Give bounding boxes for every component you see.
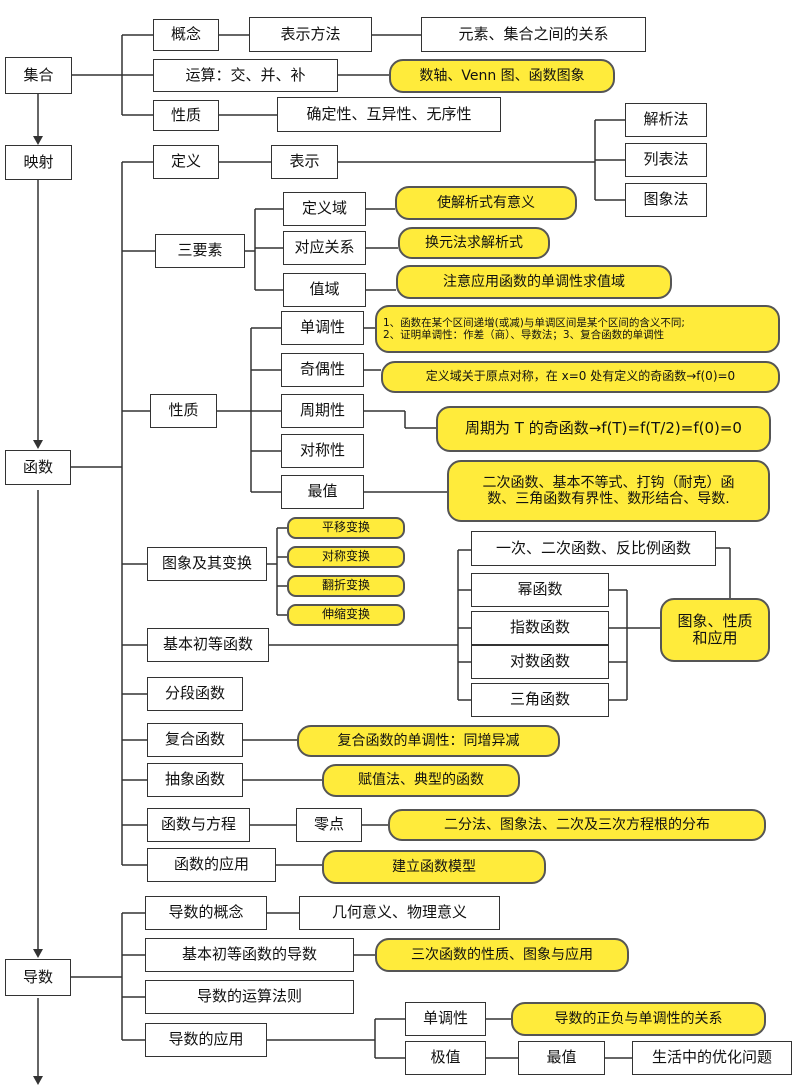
node-daoshu-yingyong: 导数的应用 [145, 1023, 267, 1057]
node-dingyiyu: 定义域 [283, 192, 366, 226]
node-daoshu-dandiao: 单调性 [405, 1002, 486, 1036]
node-yuansu-jihe-guanxi: 元素、集合之间的关系 [421, 17, 646, 52]
node-zhishu-hanshu: 指数函数 [471, 611, 609, 645]
node-fuhe: 复合函数 [147, 723, 243, 757]
highlight-fanzhe: 翻折变换 [287, 575, 405, 597]
node-mi-hanshu: 幂函数 [471, 573, 609, 607]
node-tuxiangfa: 图象法 [625, 183, 707, 217]
node-jihe-wuli-yiyi: 几何意义、物理意义 [299, 896, 500, 930]
node-duichengxing: 对称性 [281, 434, 364, 468]
node-tuxiang-bianhuan: 图象及其变换 [147, 547, 267, 581]
highlight-duicheng-bianhuan: 对称变换 [287, 546, 405, 568]
node-biaoshi: 表示 [271, 145, 338, 179]
node-jiben-chudeng: 基本初等函数 [147, 628, 269, 662]
node-chouxiang: 抽象函数 [147, 763, 243, 797]
highlight-duiying: 换元法求解析式 [398, 227, 550, 259]
node-jihe-xingzhi: 性质 [153, 100, 219, 131]
highlight-zhiyu: 注意应用函数的单调性求值域 [396, 265, 672, 299]
highlight-dingyiyu: 使解析式有意义 [395, 186, 577, 220]
node-jihe: 集合 [5, 57, 72, 94]
highlight-daoshu-dandiao: 导数的正负与单调性的关系 [511, 1002, 766, 1036]
node-jizhi: 极值 [405, 1041, 486, 1075]
node-zuizhi: 最值 [281, 475, 364, 509]
highlight-jiouxing: 定义域关于原点对称，在 x=0 处有定义的奇函数→f(0)=0 [381, 361, 780, 393]
node-yici-erci-fanbili: 一次、二次函数、反比例函数 [471, 531, 716, 566]
node-sanyaosu: 三要素 [155, 234, 245, 268]
node-dandiaoxing: 单调性 [281, 311, 364, 345]
node-liebiaofa: 列表法 [625, 143, 707, 177]
highlight-zhouqixing: 周期为 T 的奇函数→f(T)=f(T/2)=f(0)=0 [436, 406, 771, 452]
node-daoshu-gainian: 导数的概念 [145, 896, 267, 930]
node-youhua-wenti: 生活中的优化问题 [632, 1041, 792, 1075]
node-gainian: 概念 [153, 19, 219, 51]
highlight-chouxiang: 赋值法、典型的函数 [322, 764, 520, 797]
node-lingdian: 零点 [296, 808, 362, 842]
highlight-dandiaoxing-line-1: 1、函数在某个区间递增(或减)与单调区间是某个区间的含义不同; [383, 316, 685, 329]
highlight-shensuo: 伸缩变换 [287, 604, 405, 626]
highlight-zuizhi: 二次函数、基本不等式、打钩（耐克）函 数、三角函数有界性、数形结合、导数. [447, 460, 770, 522]
node-jiexifa: 解析法 [625, 103, 707, 137]
node-yunsuan-faze: 导数的运算法则 [145, 980, 354, 1014]
highlight-tuxiang-xingzhi-line-2: 和应用 [692, 629, 738, 647]
highlight-lingdian: 二分法、图象法、二次及三次方程根的分布 [388, 809, 766, 841]
highlight-sanci-hanshu: 三次函数的性质、图象与应用 [375, 938, 629, 972]
highlight-tuxiang-xingzhi: 图象、性质 和应用 [660, 598, 770, 662]
node-jiben-daoshu: 基本初等函数的导数 [145, 938, 354, 972]
highlight-dandiaoxing: 1、函数在某个区间递增(或减)与单调区间是某个区间的含义不同; 2、证明单调性：… [375, 305, 780, 353]
node-duiying-guanxi: 对应关系 [283, 231, 366, 265]
node-daoshu-zuizhi: 最值 [518, 1041, 605, 1075]
node-yingshe: 映射 [5, 145, 72, 180]
node-yunsuan: 运算：交、并、补 [153, 59, 338, 92]
highlight-zuizhi-line-2: 数、三角函数有界性、数形结合、导数. [487, 491, 730, 507]
highlight-pingyi: 平移变换 [287, 517, 405, 539]
node-hanshu: 函数 [5, 450, 71, 485]
node-sanjiao-hanshu: 三角函数 [471, 683, 609, 717]
node-daoshu: 导数 [5, 959, 71, 996]
node-dingyi: 定义 [153, 145, 219, 179]
highlight-tuxiang-xingzhi-line-1: 图象、性质 [677, 611, 753, 630]
node-jiouxing: 奇偶性 [281, 353, 364, 387]
node-hanshu-fangcheng: 函数与方程 [147, 808, 250, 842]
node-duishu-hanshu: 对数函数 [471, 645, 609, 679]
node-queding-huyi-wuxu: 确定性、互异性、无序性 [277, 97, 501, 132]
highlight-shuzhou-venn: 数轴、Venn 图、函数图象 [389, 59, 615, 93]
node-hanshu-xingzhi: 性质 [150, 394, 217, 428]
node-fenduan: 分段函数 [147, 677, 243, 711]
highlight-yingyong: 建立函数模型 [322, 850, 546, 884]
node-biaoshi-fangfa: 表示方法 [249, 17, 372, 52]
highlight-fuhe: 复合函数的单调性：同增异减 [297, 725, 560, 757]
node-zhouqixing: 周期性 [281, 394, 364, 428]
node-zhiyu: 值域 [283, 273, 366, 307]
node-hanshu-yingyong: 函数的应用 [147, 848, 276, 882]
highlight-dandiaoxing-line-2: 2、证明单调性：作差（商）、导数法；3、复合函数的单调性 [383, 329, 665, 341]
highlight-zuizhi-line-1: 二次函数、基本不等式、打钩（耐克）函 [482, 474, 735, 491]
